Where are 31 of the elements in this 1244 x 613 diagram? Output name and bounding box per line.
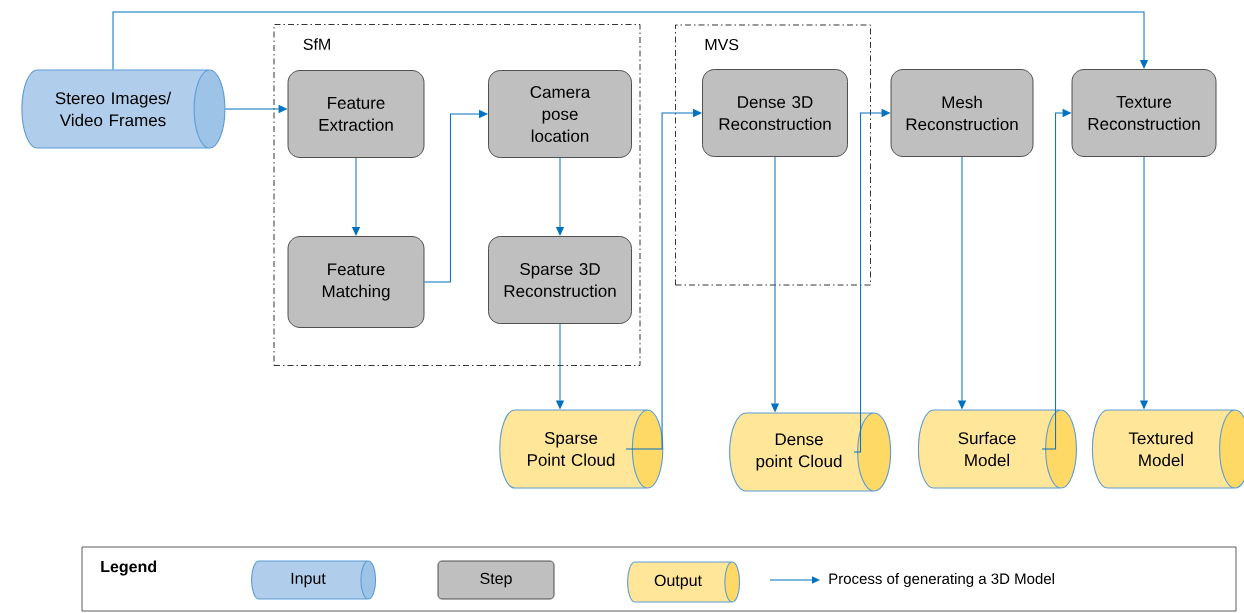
output-cylinder: Sparse Point Cloud (499, 409, 664, 489)
legend-input-cylinder: Input (251, 560, 377, 600)
arrow (625, 109, 702, 450)
process-box: Dense 3D Reconstruction (702, 69, 848, 157)
process-box: Feature Extraction (287, 70, 425, 158)
arrow (423, 110, 488, 283)
arrow (771, 156, 779, 412)
process-box: Camera pose location (488, 70, 632, 158)
arrow (958, 156, 966, 409)
legend-step-box: Step (437, 560, 555, 600)
arrow (112, 11, 1148, 70)
legend-output-cylinder: Output (627, 561, 741, 603)
arrow (556, 323, 564, 409)
process-box: Sparse 3D Reconstruction (488, 236, 632, 324)
output-cylinder: Dense point Cloud (729, 412, 892, 492)
arrow (853, 109, 890, 453)
arrow (1140, 156, 1148, 409)
arrow (1041, 109, 1071, 450)
group-title: MVS (705, 38, 739, 51)
arrow (352, 157, 360, 236)
arrow (556, 157, 564, 236)
legend-title: Legend (101, 560, 157, 576)
input-cylinder: Stereo Images/ Video Frames (21, 69, 226, 149)
legend-text: Process of generating a 3D Model (829, 573, 1054, 587)
arrow (224, 105, 287, 113)
process-box: Mesh Reconstruction (890, 69, 1034, 157)
process-box: Texture Reconstruction (1071, 69, 1217, 157)
group-title: SfM (303, 38, 330, 50)
output-cylinder: Textured Model (1091, 409, 1244, 489)
output-cylinder: Surface Model (917, 409, 1077, 489)
process-box: Feature Matching (287, 236, 425, 328)
